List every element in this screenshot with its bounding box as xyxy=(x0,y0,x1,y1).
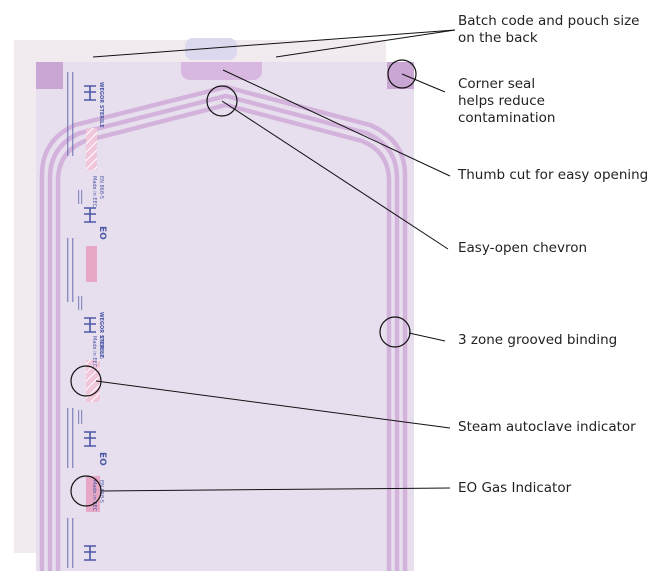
strip-made-in-1: Made in EEC xyxy=(91,176,97,208)
leader-lines xyxy=(92,29,456,492)
printed-strip: WEGOR STERILE EO Made in EEC EN 868-5 WE… xyxy=(67,72,107,568)
steam-indicator-label: Steam autoclave indicator xyxy=(458,419,636,435)
steam-indicator-upper xyxy=(86,128,97,170)
strip-made-in-3: Made in EEC xyxy=(91,480,97,512)
corner-seal-label-line3: contamination xyxy=(458,110,556,126)
grooved-binding-circle xyxy=(379,316,411,348)
corner-seal-label-line1: Corner seal xyxy=(458,76,536,92)
eo-indicator-label: EO Gas Indicator xyxy=(458,480,572,496)
corner-seal-left xyxy=(36,62,63,89)
batch-code-label: Batch code and pouch size on the back xyxy=(458,13,639,47)
strip-standard-1: EN 868-5 xyxy=(98,176,104,199)
callout-circles xyxy=(70,59,417,507)
strip-eo-1: EO xyxy=(97,226,107,240)
strip-brand-1: WEGOR STERILE xyxy=(98,82,104,128)
pouch-back-tab xyxy=(185,38,237,60)
steam-indicator-circle xyxy=(70,365,102,397)
chevron-label: Easy-open chevron xyxy=(458,240,588,256)
leader-thumb-cut xyxy=(222,69,451,177)
leader-corner-seal xyxy=(401,73,446,93)
strip-made-in-2: Made in EEC xyxy=(91,336,97,368)
leader-chevron xyxy=(221,100,449,250)
corner-seal-circle xyxy=(387,59,417,89)
leader-eo xyxy=(100,487,451,492)
thumb-cut-label: Thumb cut for easy opening xyxy=(458,167,649,183)
grooved-binding-label: 3 zone grooved binding xyxy=(458,332,618,348)
chevron-circle xyxy=(206,85,238,117)
corner-seal-label-line2: helps reduce xyxy=(458,93,545,109)
eo-indicator xyxy=(86,476,100,512)
brand-logo-icon xyxy=(84,85,96,561)
strip-brand-2: WEGOR STERILE xyxy=(98,312,104,358)
corner-seal-right xyxy=(387,62,414,89)
corner-seal-label: Corner seal helps reduce contamination xyxy=(458,76,555,127)
strip-eo-2: EO xyxy=(97,452,107,466)
leader-grooved-binding xyxy=(408,332,446,342)
eo-indicator-circle xyxy=(70,475,102,507)
leader-batch-right xyxy=(275,29,456,58)
leader-steam xyxy=(95,380,451,429)
thumb-cut xyxy=(181,62,262,80)
eo-indicator-upper xyxy=(86,246,97,282)
leader-batch-left xyxy=(92,29,456,58)
batch-code-label-line1: Batch code and pouch size xyxy=(458,13,640,29)
batch-code-label-line2: on the back xyxy=(458,30,538,46)
strip-standard-2: EN 868-5 xyxy=(98,336,104,359)
